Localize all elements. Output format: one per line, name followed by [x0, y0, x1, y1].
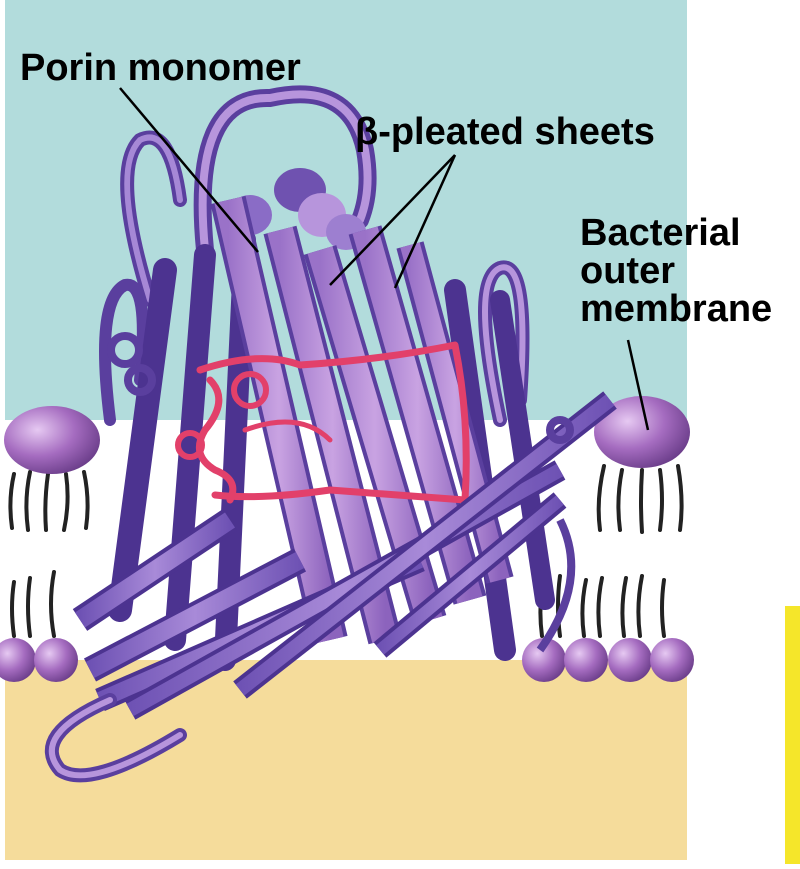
- bacterial-label-line-2: outer: [580, 252, 772, 290]
- lipid-head-left-outer: [4, 406, 100, 474]
- bacterial-label-line-1: Bacterial: [580, 214, 772, 252]
- bacterial-outer-membrane-label: Bacterial outer membrane: [580, 214, 772, 328]
- bacterial-label-line-3: membrane: [580, 290, 772, 328]
- yellow-marker: [785, 606, 800, 864]
- beta-pleated-sheets-label: β-pleated sheets: [355, 112, 655, 152]
- porin-monomer-label: Porin monomer: [20, 48, 301, 88]
